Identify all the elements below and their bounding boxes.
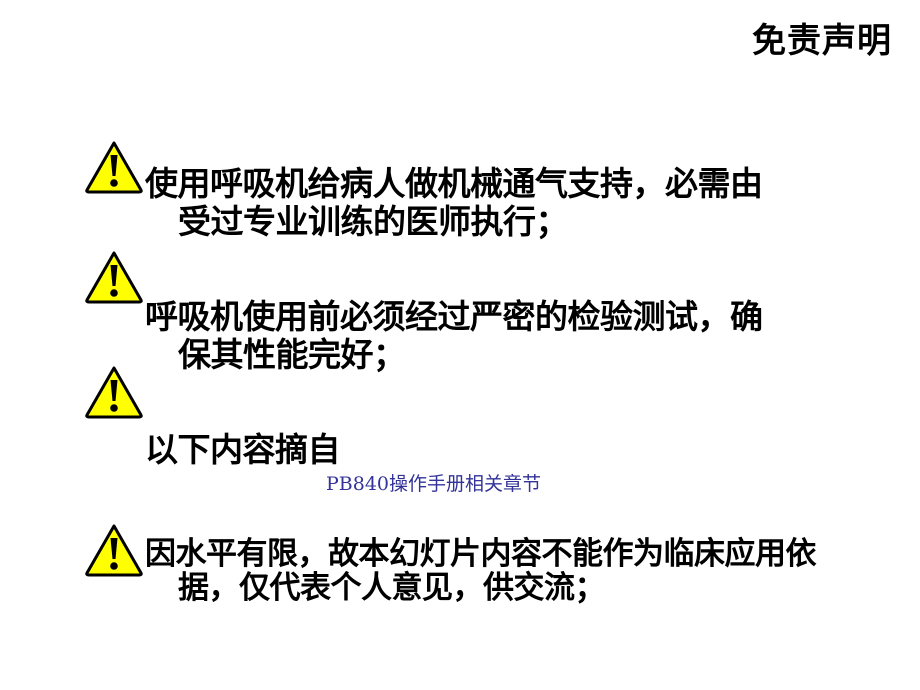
warning-icon (84, 250, 144, 304)
item-1-line-1: 使用呼吸机给病人做机械通气支持，必需由 (145, 164, 763, 203)
item-2-line-2: 保其性能完好； (178, 335, 406, 374)
source-reference: PB840操作手册相关章节 (326, 473, 542, 495)
item-4-line-1: 因水平有限，故本幻灯片内容不能作为临床应用依 (145, 536, 817, 572)
warning-icon (84, 523, 144, 577)
warning-icon (84, 365, 144, 419)
slide-title: 免责声明 (752, 21, 892, 61)
warning-icon (84, 140, 144, 194)
item-2-line-1: 呼吸机使用前必须经过严密的检验测试，确 (145, 297, 763, 336)
item-4-line-2: 据，仅代表个人意见，供交流； (178, 570, 606, 606)
item-3-line-1: 以下内容摘自 (145, 430, 341, 469)
item-1-line-2: 受过专业训练的医师执行； (178, 202, 569, 241)
